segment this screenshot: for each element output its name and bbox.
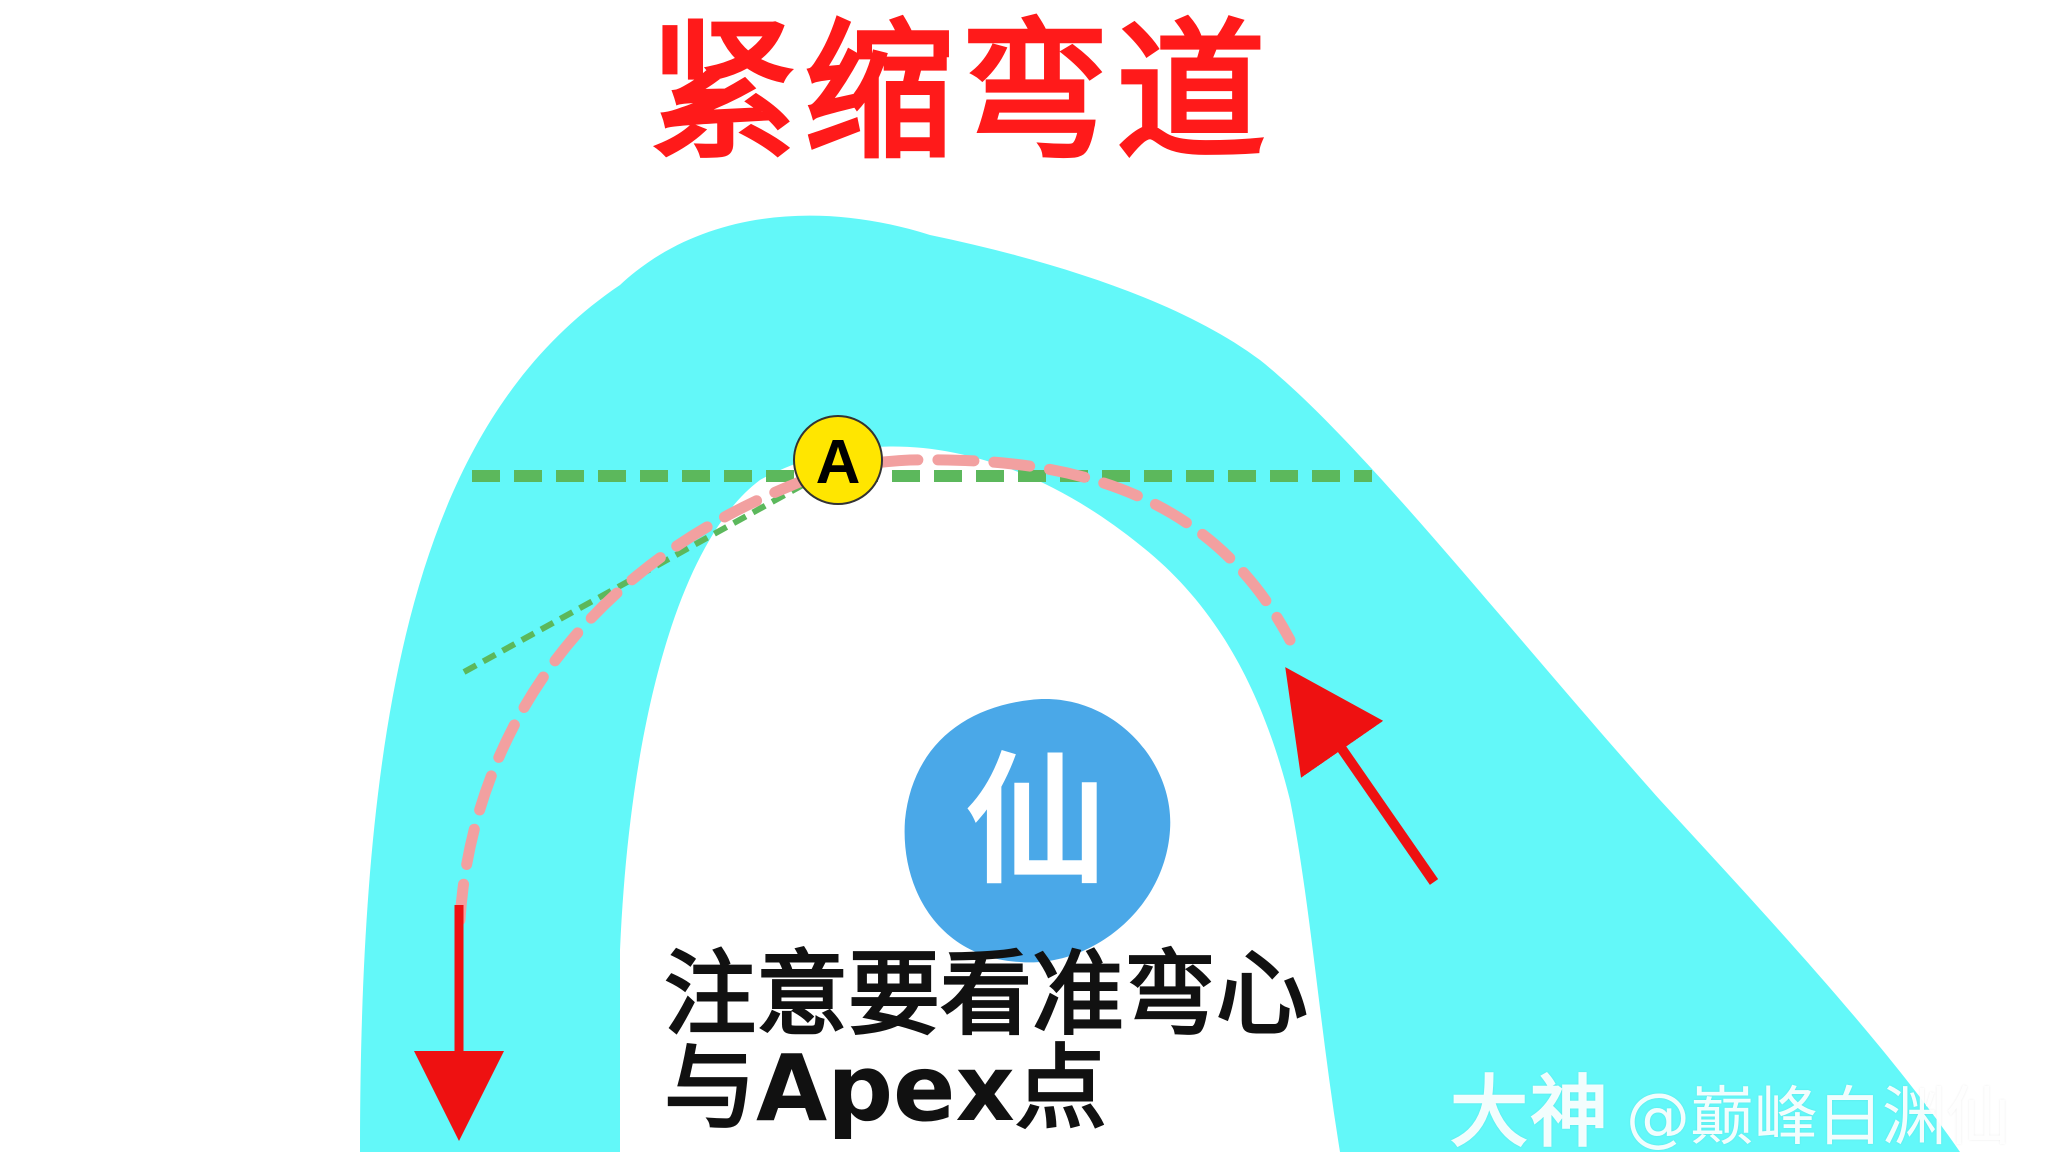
entry-arrow-icon	[1285, 667, 1439, 885]
watermark-handle: @巅峰白渊仙	[1626, 1081, 2011, 1152]
logo-blob	[904, 699, 1171, 963]
logo-glyph: 仙	[966, 741, 1106, 904]
watermark: 大神@巅峰白渊仙	[1450, 1050, 2010, 1152]
instruction-note: 注意要看准弯心 与Apex点	[664, 948, 1308, 1136]
page-title: 紧缩弯道	[647, 6, 1272, 180]
watermark-brand: 大神	[1450, 1068, 1611, 1152]
note-line-2: 与Apex点	[664, 1034, 1107, 1142]
apex-label: A	[816, 428, 861, 497]
logo-badge: 仙	[904, 699, 1171, 963]
apex-marker: A	[793, 415, 883, 505]
note-line-1: 注意要看准弯心	[664, 941, 1309, 1048]
track-surface	[360, 215, 1960, 1152]
